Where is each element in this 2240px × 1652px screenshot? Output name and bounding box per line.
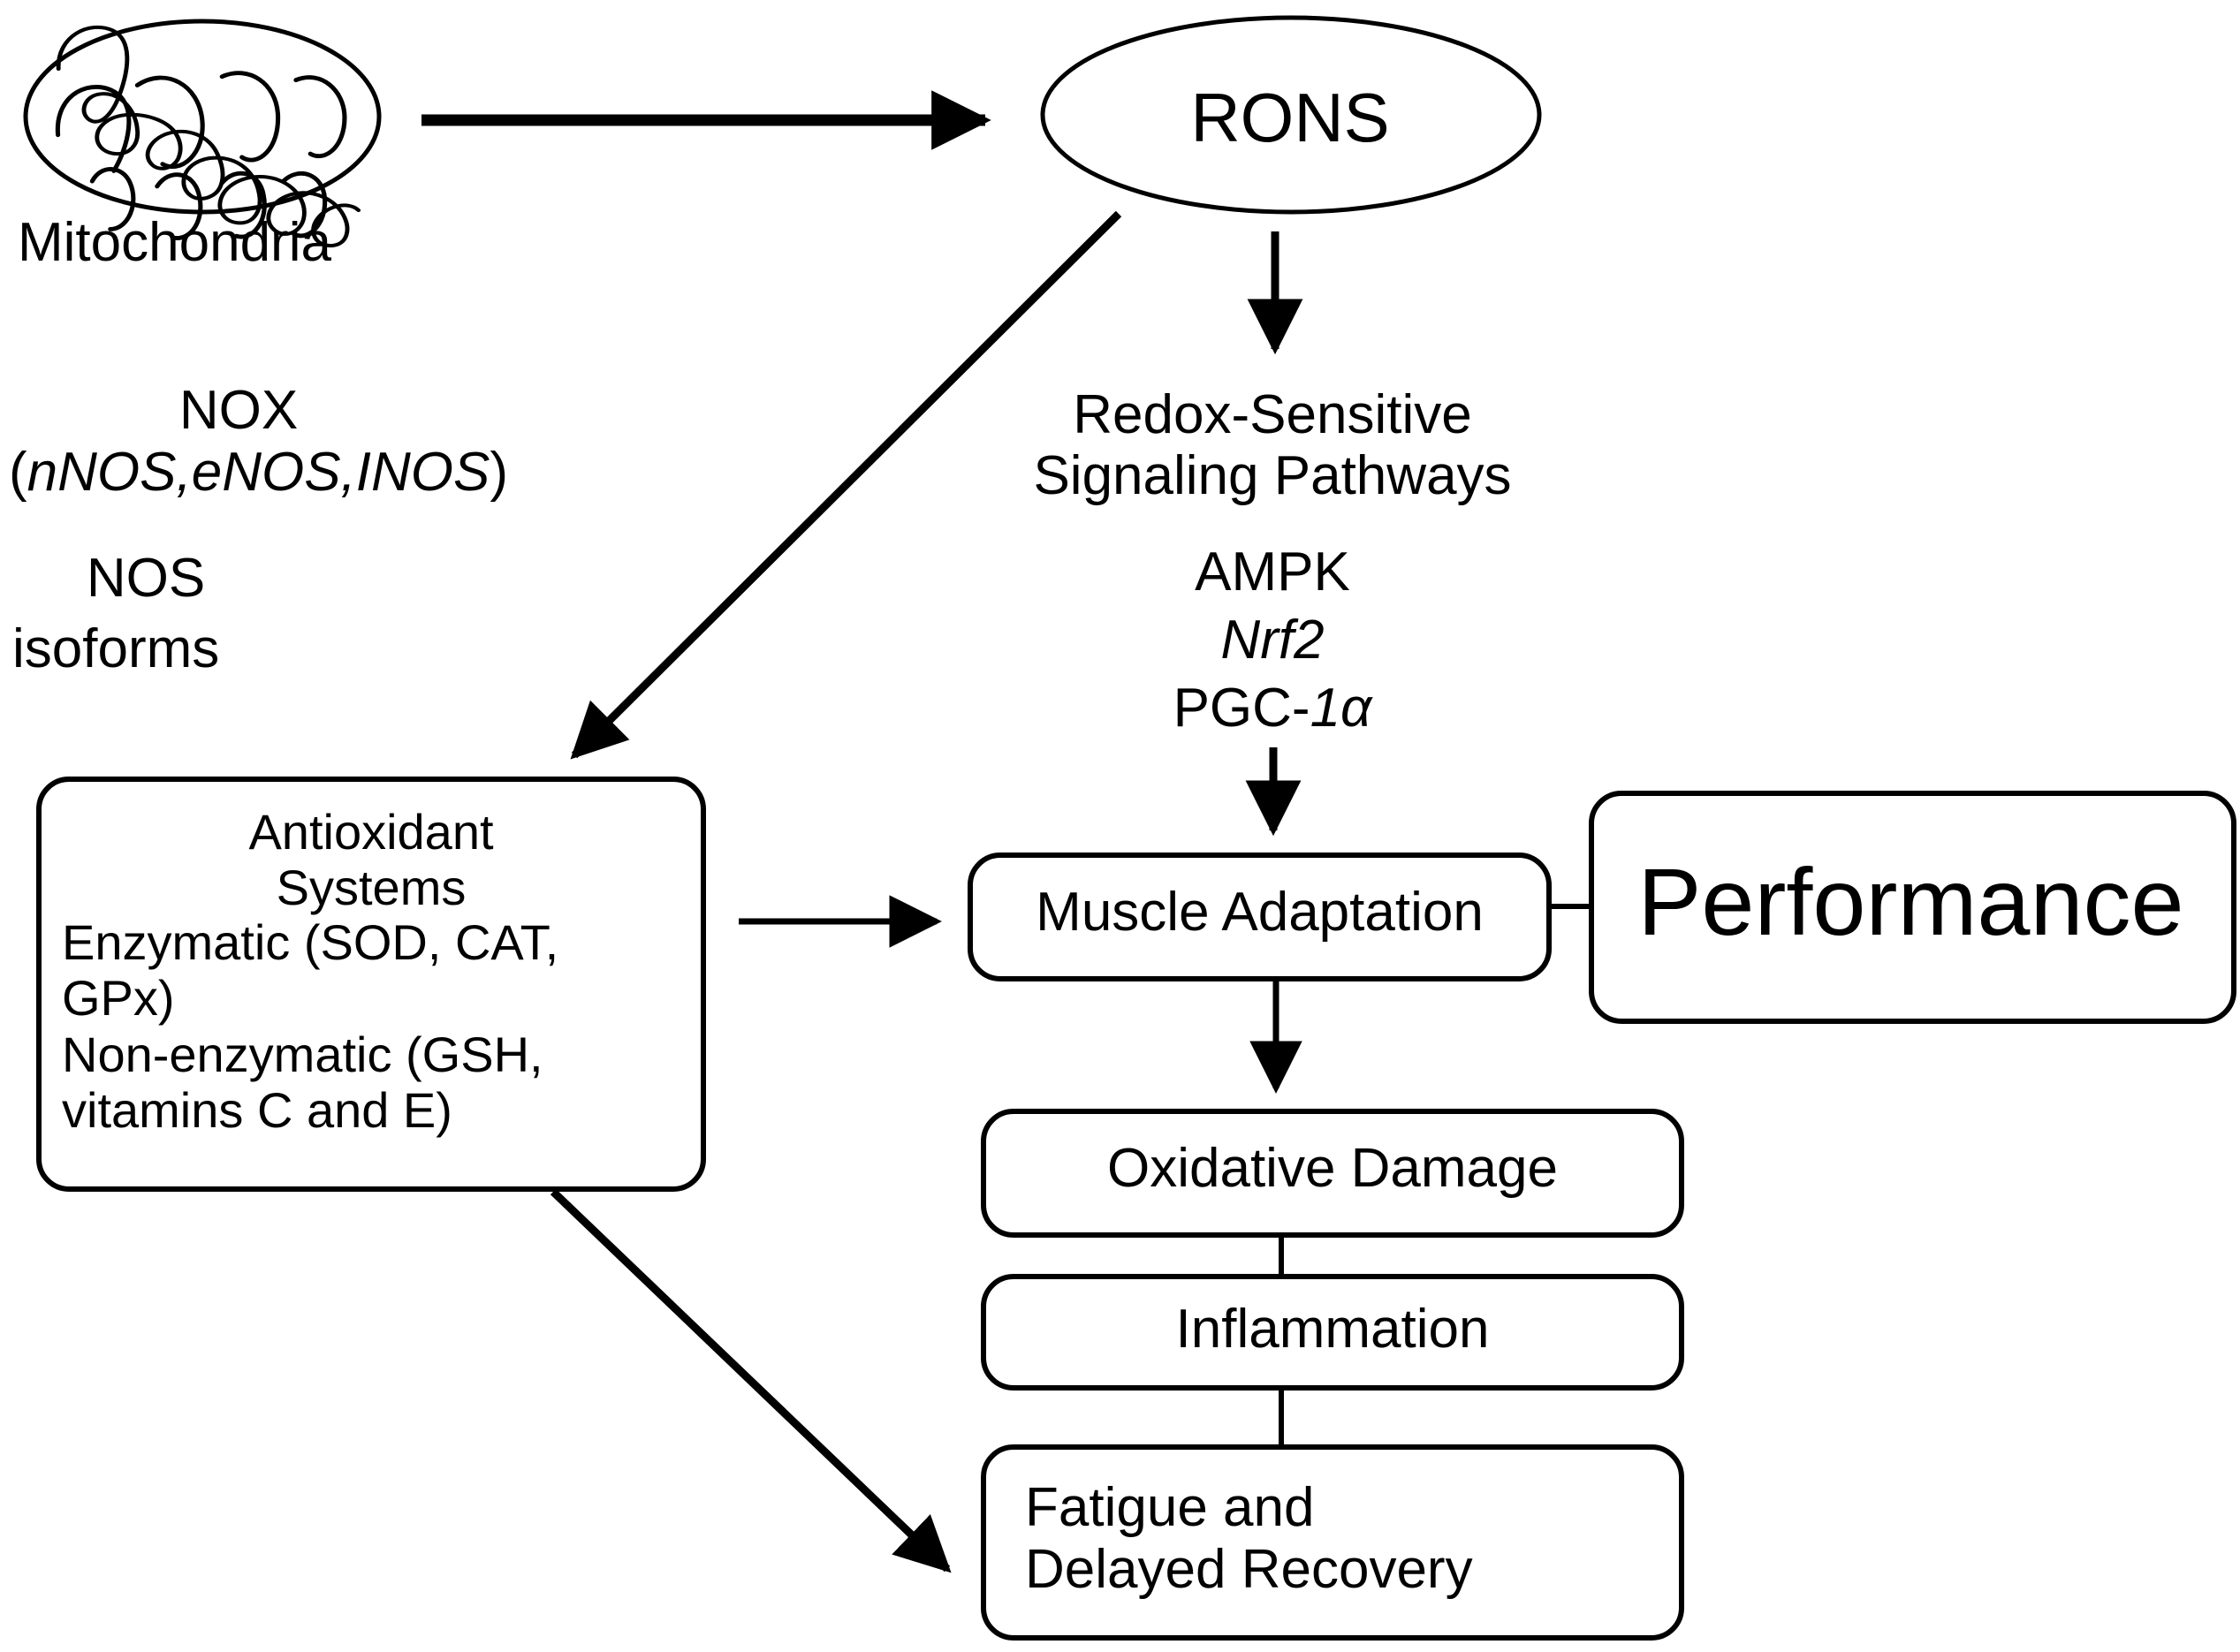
pathway-item-nrf2: Nrf2	[1220, 610, 1325, 671]
muscle-adaptation-label: Muscle Adaptation	[1036, 882, 1484, 943]
pathway-item-ampk: AMPK	[1195, 542, 1350, 602]
redox-sensitive-pathways-heading: Redox-Sensitive Signaling Pathways	[1033, 384, 1512, 507]
nox-isoforms-open-paren: (	[9, 442, 27, 503]
oxidative-damage-label: Oxidative Damage	[1106, 1138, 1559, 1199]
oxidative-damage-box	[981, 1109, 1684, 1238]
mitochondria-label: Mitochondria	[18, 212, 331, 273]
nox-label: NOX	[178, 380, 299, 441]
rons-label: RONS	[1190, 79, 1390, 156]
performance-label: Performance	[1637, 848, 2184, 955]
fatigue-and-delayed-recovery-label: Fatigue and Delayed Recovery	[1025, 1477, 1473, 1601]
inflammation-box	[981, 1274, 1684, 1391]
rons-ellipse	[1040, 15, 1542, 215]
antioxidant-box-heading: Antioxidant Systems	[248, 804, 494, 916]
connector-rons-to-antioxidant	[570, 210, 1122, 760]
pgc-suffix: 1α	[1310, 678, 1372, 739]
fatigue-box	[981, 1444, 1684, 1641]
inflammation-label: Inflammation	[1175, 1299, 1490, 1360]
mitochondria-icon	[23, 19, 382, 248]
pathway-item-pgc-1-alpha: PGC-1α	[999, 678, 1546, 739]
nox-isoforms-text: nNOS,eNOS,INOS	[27, 442, 490, 503]
nox-isoforms-label: (nNOS,eNOS,INOS)	[9, 442, 508, 503]
muscle-adaptation-box	[968, 853, 1552, 981]
pgc-prefix: PGC-	[1173, 678, 1310, 739]
nos-isoforms-label: isoforms	[12, 618, 220, 679]
antioxidant-box-body: Enzymatic (SOD, CAT, GPx) Non-enzymatic …	[62, 914, 559, 1138]
nox-isoforms-close-paren: )	[490, 442, 509, 503]
connector-antioxidant-to-fatigue	[550, 1188, 952, 1573]
antioxidant-box	[36, 777, 706, 1192]
nos-label: NOS	[86, 548, 206, 609]
